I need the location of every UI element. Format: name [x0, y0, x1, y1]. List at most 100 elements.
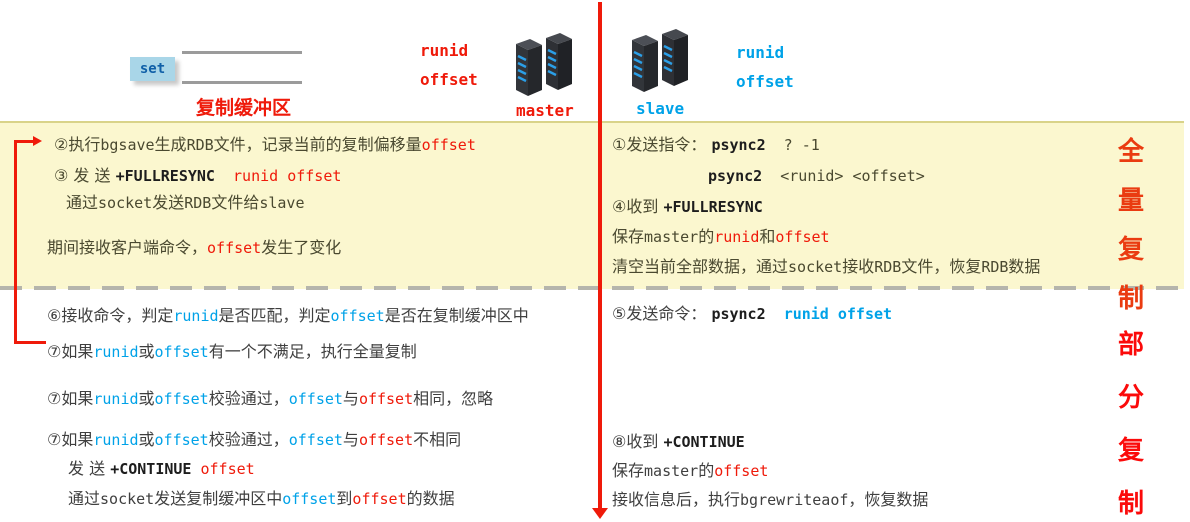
text-segment: slave	[259, 194, 305, 212]
text-segment: 的数据	[406, 489, 455, 508]
step-3-socket-rdb: 通过socket发送RDB文件给slave	[66, 193, 304, 213]
text-segment: 的	[698, 461, 715, 480]
text-segment: bgsave	[100, 136, 155, 154]
text-segment: 与	[342, 430, 359, 449]
text-segment: RDB	[186, 136, 214, 154]
text-segment: offset	[154, 431, 209, 449]
text-segment: +FULLRESYNC	[663, 198, 763, 216]
text-segment: 发生了变化	[261, 238, 342, 257]
text-segment: 接收信息后，执行	[612, 490, 741, 509]
text-segment: socket	[100, 490, 155, 508]
text-segment: offset	[330, 307, 385, 325]
text-segment: socket	[98, 194, 153, 212]
text-segment: 和	[759, 227, 776, 246]
step-1-psync2-args: psync2 <runid> <offset>	[708, 166, 925, 186]
step-2-bgsave: ②执行bgsave生成RDB文件，记录当前的复制偏移量offset	[54, 135, 476, 155]
text-segment: 是否匹配，判定	[218, 306, 331, 325]
text-segment: psync2	[708, 167, 763, 185]
step-7-send-buffer-data: 通过socket发送复制缓冲区中offset到offset的数据	[68, 489, 455, 509]
text-segment: offset	[775, 228, 830, 246]
full-label-char: 量	[1118, 186, 1145, 216]
text-segment: 文件给	[211, 193, 260, 212]
slave-offset-label: offset	[736, 72, 794, 91]
replication-buffer-label: 复制缓冲区	[196, 97, 292, 119]
text-segment: 文件，记录当前的复制偏移量	[213, 135, 422, 154]
text-segment: offset	[421, 136, 476, 154]
divider-arrow-down-icon	[592, 508, 608, 519]
text-segment	[766, 305, 784, 323]
text-segment: 清空当前全部数据，通过	[612, 257, 789, 276]
text-segment: ③ 发 送	[54, 166, 116, 185]
text-segment: ⑦如果	[47, 389, 94, 408]
text-segment: runid	[714, 228, 760, 246]
buffer-bottom-line	[182, 81, 302, 84]
text-segment: +CONTINUE	[110, 460, 192, 478]
step-5-psync2-runid-offset: ⑤发送命令： psync2 runid offset	[612, 304, 892, 324]
master-server-icon	[516, 33, 572, 96]
text-segment: 或	[138, 342, 155, 361]
text-segment: offset	[288, 390, 343, 408]
text-segment: runid	[93, 390, 139, 408]
text-segment: offset	[714, 462, 769, 480]
text-segment: 文件，恢复	[901, 257, 982, 276]
text-segment: runid	[93, 343, 139, 361]
text-segment: offset	[358, 431, 414, 449]
set-command-chip: set	[130, 57, 175, 81]
text-segment: 通过	[68, 489, 101, 508]
buffer-top-line	[182, 51, 302, 54]
step-7-offset-equal-ignore: ⑦如果runid或offset校验通过，offset与offset相同，忽略	[47, 389, 493, 409]
master-slave-divider-line	[598, 2, 602, 510]
text-segment: ? -1	[765, 136, 820, 154]
text-segment: RDB	[874, 258, 902, 276]
text-segment: offset	[154, 343, 209, 361]
text-segment: master	[644, 228, 699, 246]
text-segment: 发送复制缓冲区中	[154, 489, 283, 508]
text-segment: runid offset	[214, 167, 342, 185]
master-runid-label: runid	[420, 41, 469, 60]
text-segment: 校验通过，	[208, 389, 289, 408]
text-segment: psync2	[711, 305, 766, 323]
text-segment: +FULLRESYNC	[115, 167, 215, 185]
partial-label-char: 分	[1118, 383, 1145, 413]
full-sync-band	[0, 121, 1184, 289]
fallback-arrow-vertical	[14, 140, 17, 344]
step-8-save-offset: 保存master的offset	[612, 461, 768, 481]
step-6-check-runid-offset: ⑥接收命令，判定runid是否匹配，判定offset是否在复制缓冲区中	[47, 306, 529, 326]
slave-runid-label: runid	[736, 43, 785, 62]
partial-label-char: 部	[1118, 330, 1145, 360]
step-8-bgrewriteaof: 接收信息后，执行bgrewriteaof，恢复数据	[612, 490, 928, 510]
text-segment: ④收到	[612, 197, 664, 216]
text-segment: offset	[282, 490, 337, 508]
step-7-offset-not-equal: ⑦如果runid或offset校验通过，offset与offset不相同	[47, 430, 461, 450]
step-4-recv-fullresync: ④收到 +FULLRESYNC	[612, 197, 763, 217]
text-segment: offset	[288, 431, 343, 449]
text-segment: 发 送	[68, 459, 111, 478]
text-segment: 生成	[154, 135, 187, 154]
text-segment: runid	[173, 307, 219, 325]
text-segment: 保存	[612, 461, 645, 480]
text-segment: ⑥接收命令，判定	[47, 306, 174, 325]
text-segment: bgrewriteaof	[740, 491, 849, 509]
text-segment: 相同，忽略	[413, 389, 494, 408]
text-segment: offset	[352, 490, 407, 508]
text-segment: socket	[788, 258, 843, 276]
fallback-arrow-bottom	[14, 341, 46, 344]
text-segment: offset	[358, 390, 414, 408]
step-4-save-runid-offset: 保存master的runid和offset	[612, 227, 830, 247]
text-segment: ①发送指令：	[612, 135, 712, 154]
text-segment: ⑤发送命令：	[612, 304, 712, 323]
text-segment: 的	[698, 227, 715, 246]
text-segment: RDB	[184, 194, 212, 212]
text-segment: offset	[154, 390, 209, 408]
text-segment: ，恢复数据	[848, 490, 929, 509]
full-label-char: 复	[1118, 235, 1145, 265]
fallback-arrow-head-icon	[33, 136, 42, 146]
step-7-send-continue: 发 送 +CONTINUE offset	[68, 459, 255, 479]
text-segment: 到	[336, 489, 353, 508]
text-segment: psync2	[711, 136, 766, 154]
text-segment: offset	[207, 239, 262, 257]
text-segment: runid	[93, 431, 139, 449]
text-segment: ②执行	[54, 135, 101, 154]
partial-replication-label: 部 分 复 制	[1118, 324, 1144, 520]
